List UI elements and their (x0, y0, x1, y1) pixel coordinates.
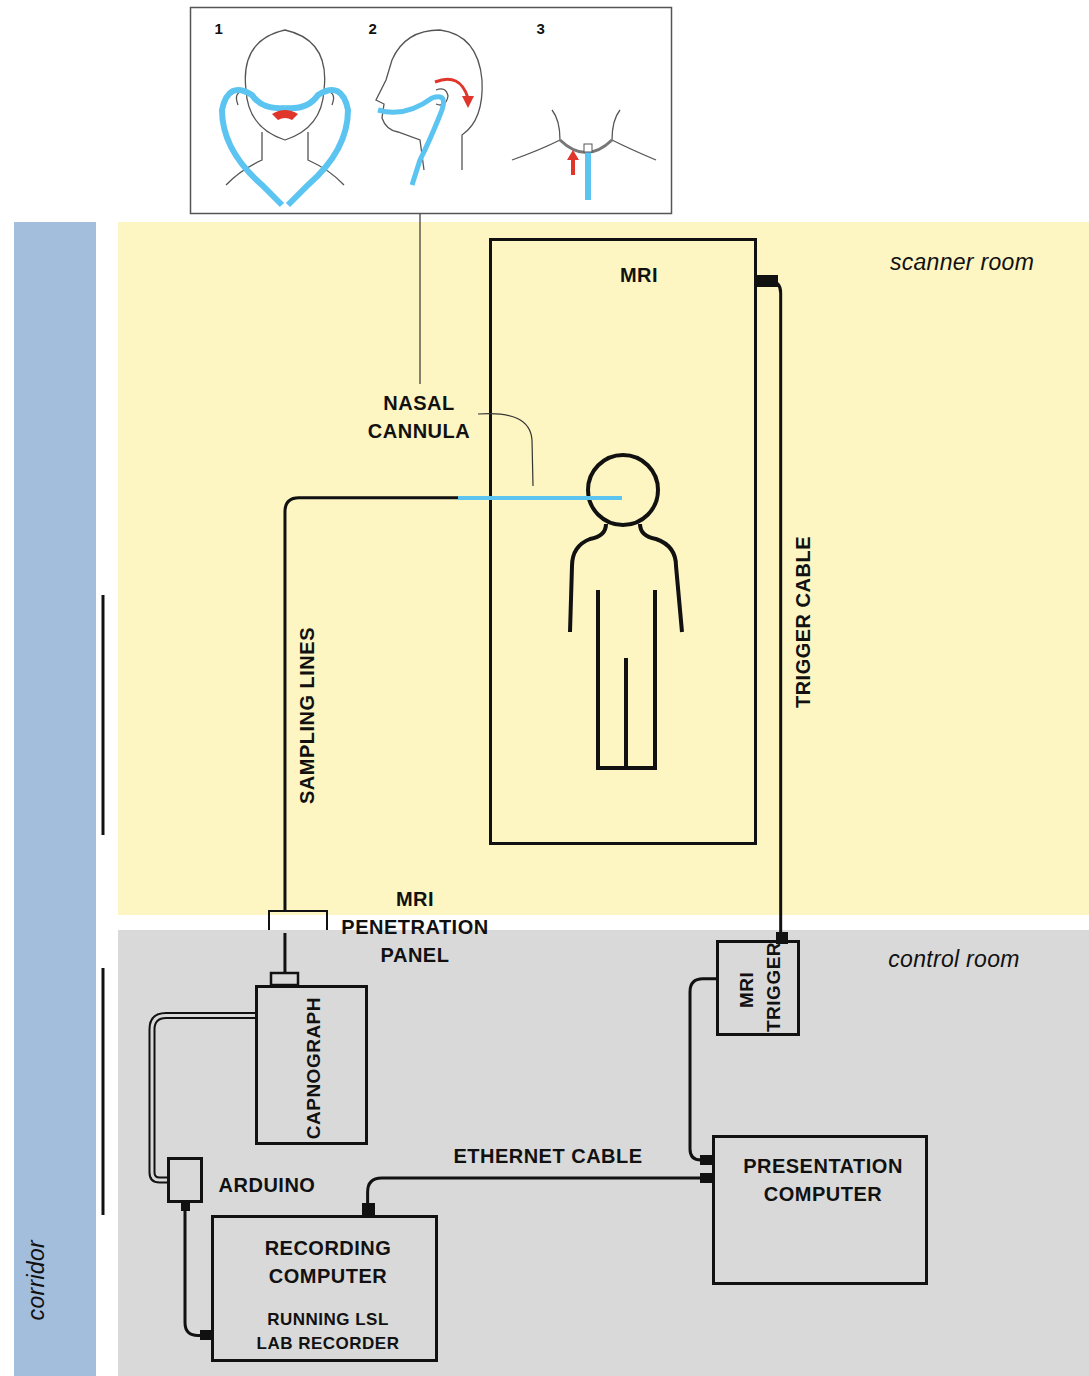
cannula-loop (560, 140, 612, 153)
door-line (102, 968, 105, 1215)
cable-label: SAMPLING LINES (291, 626, 323, 805)
red-arrow (571, 158, 575, 175)
box-label: MRI PENETRATION PANEL (335, 885, 495, 969)
box-label: MRI TRIGGER (734, 948, 787, 1032)
cannula-line (458, 496, 622, 500)
plug (362, 1203, 375, 1215)
callout-number: 2 (369, 18, 378, 39)
region-label: corridor (20, 1240, 52, 1320)
computer-box: PRESENTATION COMPUTER (712, 1135, 928, 1285)
cannula-tube (585, 148, 591, 200)
callout-number: 3 (537, 18, 546, 39)
cable-line (690, 979, 716, 1160)
box-label: RUNNING LSL LAB RECORDER (253, 1308, 403, 1356)
cable (185, 1203, 211, 1336)
cable-line (368, 1178, 712, 1215)
box-label: MRI (620, 261, 658, 289)
cable (152, 1015, 255, 1180)
leader-line (419, 214, 420, 384)
capnograph-box: CAPNOGRAPH (255, 985, 368, 1145)
plug (776, 932, 788, 944)
plug (181, 1201, 190, 1211)
box-label: PRESENTATION COMPUTER (736, 1152, 911, 1208)
box-label: RECORDING COMPUTER (236, 1234, 421, 1290)
scanner-box: MRI (489, 238, 757, 845)
region-label: scanner room (890, 246, 1034, 278)
person-body (570, 524, 682, 768)
part-label: NASAL CANNULA (357, 389, 482, 445)
door-line (102, 595, 105, 835)
plug (271, 973, 298, 985)
cable-label: TRIGGER CABLE (787, 535, 819, 709)
slider (584, 144, 592, 152)
trigger-box: MRI TRIGGER (716, 940, 800, 1036)
person-head (588, 455, 658, 525)
neck-outline (512, 110, 656, 160)
cable-line (152, 1015, 255, 1180)
cannula-tube (378, 97, 444, 185)
cable-gap (152, 1015, 255, 1180)
red-arrow (435, 79, 468, 98)
room-band: MRI scanner room (118, 222, 1089, 915)
inset-frame (191, 8, 672, 214)
cable-line (757, 281, 781, 939)
cable (690, 979, 716, 1160)
cable-line (185, 1203, 211, 1336)
plug (757, 275, 778, 287)
cable (757, 281, 781, 939)
corridor-band: corridor (14, 222, 96, 1376)
region-label: control room (888, 943, 1019, 975)
arrow-head (567, 150, 579, 160)
cable (368, 1178, 712, 1215)
neck-outline (226, 132, 344, 185)
box-label: CAPNOGRAPH (301, 997, 328, 1139)
arrow-head (462, 96, 474, 108)
head-outline (245, 30, 324, 140)
callout-number: 1 (215, 18, 224, 39)
box-label: ARDUINO (219, 1171, 316, 1199)
plug (200, 1330, 211, 1340)
computer-box: RECORDING COMPUTER RUNNING LSL LAB RECORD… (211, 1215, 438, 1362)
cable-label: ETHERNET CABLE (451, 1141, 644, 1171)
leader-line (478, 414, 533, 486)
nasal-prong (272, 110, 298, 120)
plug (700, 1155, 712, 1165)
plug (700, 1173, 712, 1183)
cable (285, 498, 489, 910)
cannula-tube (222, 90, 348, 205)
cable-line (285, 498, 489, 910)
arduino-box: ARDUINO (167, 1157, 203, 1203)
